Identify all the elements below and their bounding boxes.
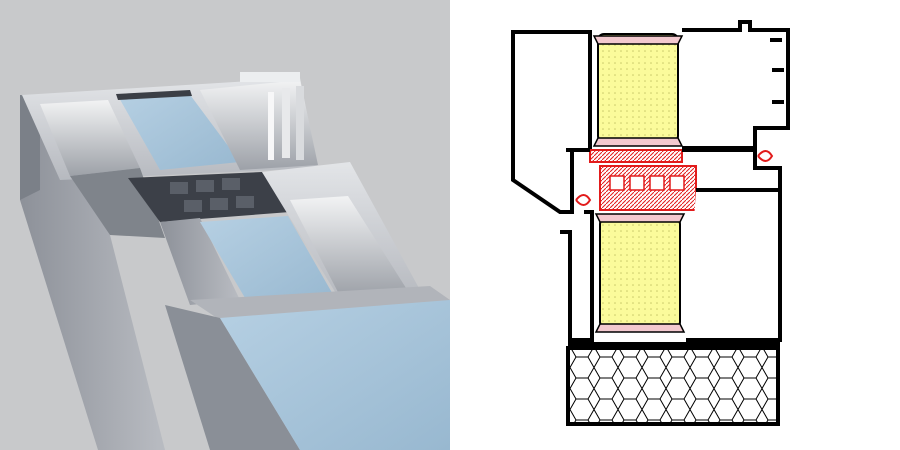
base-honeycomb-infill: [566, 346, 780, 426]
thermal-break-block: [128, 172, 290, 222]
upper-spacer-top: [592, 35, 684, 45]
upper-frame-outline: [511, 30, 592, 214]
upper-glass-pane: [118, 92, 240, 170]
section-panel: [450, 0, 900, 450]
upper-rib-2: [282, 88, 290, 158]
lower-glass-pane: [200, 216, 335, 303]
outer-frame-wall: [20, 95, 165, 450]
lower-insulated-panel: [599, 217, 681, 329]
upper-cap: [240, 72, 300, 82]
lower-spacer-top: [594, 213, 686, 223]
upper-glass-gasket: [116, 90, 192, 100]
upper-rib-3: [296, 86, 304, 160]
profile-render: [20, 72, 450, 450]
profile-section: [511, 20, 790, 426]
bottom-sash-face: [165, 305, 300, 450]
lower-right-frame-outline: [686, 188, 782, 342]
thermal-break-cells: [170, 178, 254, 212]
lower-spacer-bottom: [594, 323, 686, 333]
upper-insulated-panel: [597, 33, 679, 143]
upper-rib-1: [268, 92, 274, 160]
transom-gasket-right: [757, 150, 774, 162]
lower-left-frame-outline: [560, 210, 594, 342]
bottom-glass-surface: [220, 300, 450, 450]
mid-frame-right-cavity: [290, 196, 406, 296]
lower-frame-left: [160, 218, 240, 305]
transom-gasket-left: [575, 194, 592, 206]
thermal-break: [589, 149, 697, 211]
upper-right-notches: [770, 38, 784, 104]
upper-right-frame-outline: [682, 20, 790, 150]
upper-left-chamber: [40, 100, 140, 176]
upper-spacer-bottom: [592, 137, 684, 147]
render-panel: [0, 0, 450, 450]
